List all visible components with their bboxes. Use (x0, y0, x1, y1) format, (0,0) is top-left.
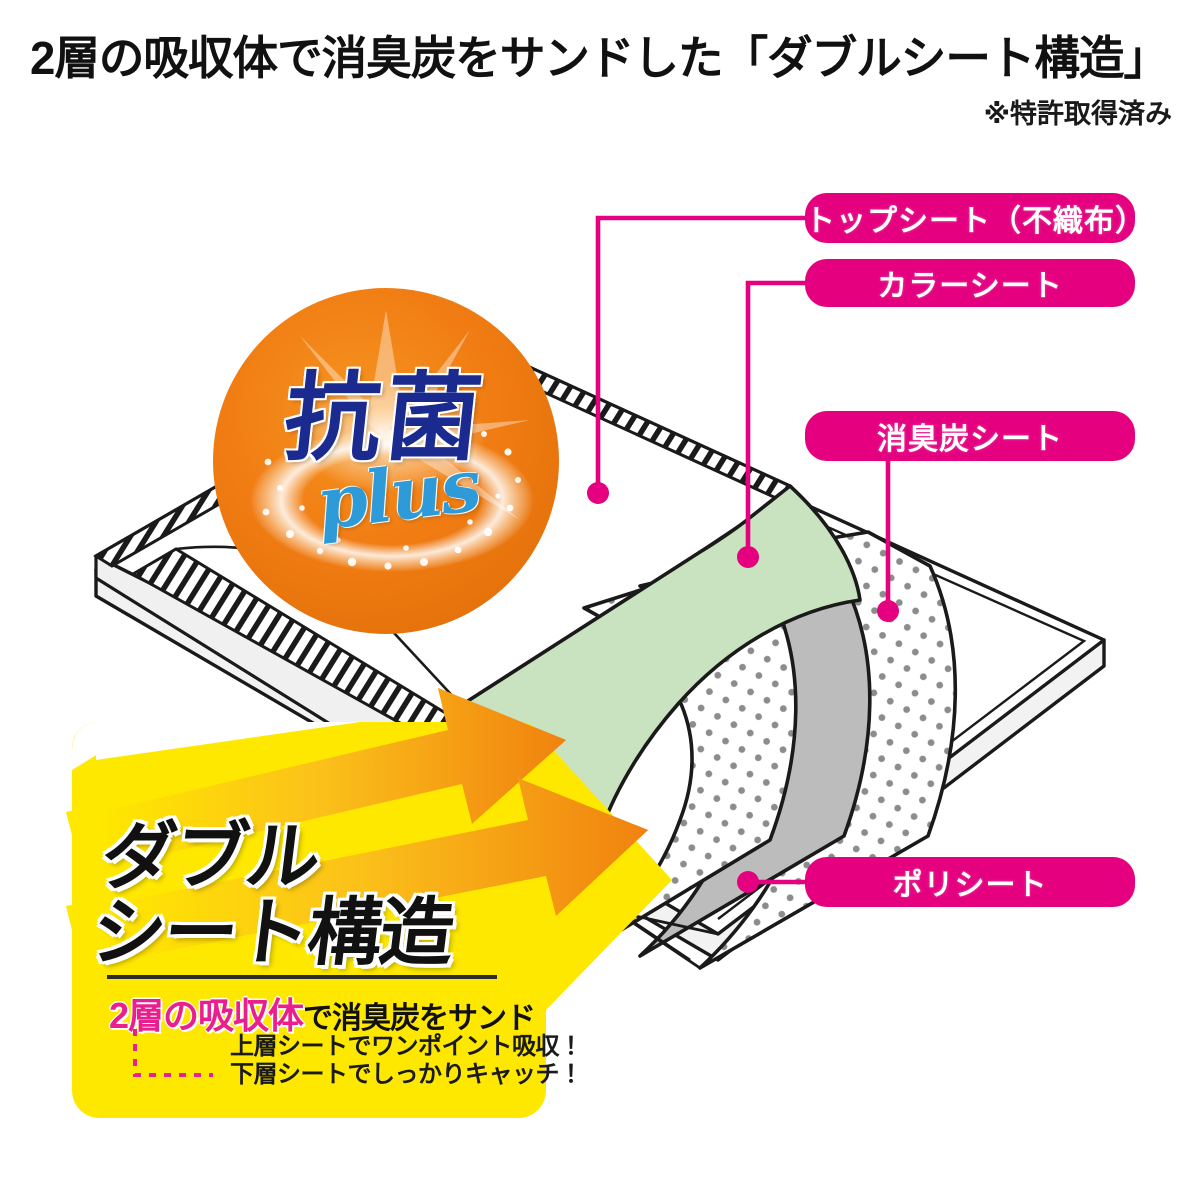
dot-poly-sheet (737, 871, 759, 893)
patent-note: ※特許取得済み (983, 99, 1172, 129)
page-title: 2層の吸収体で消臭炭をサンドした「ダブルシート構造」 (30, 32, 1169, 84)
badge-ring (250, 428, 534, 572)
arrow-lower-overlay (100, 778, 648, 962)
callout-label-color-sheet[interactable]: カラーシート (805, 259, 1135, 307)
dot-top-sheet (587, 482, 609, 504)
callout-label-poly-sheet[interactable]: ポリシート (805, 857, 1135, 907)
arrow-upper-overlay (100, 688, 566, 866)
badge-sparkle-dots (262, 420, 521, 570)
dot-color-sheet (737, 546, 759, 568)
antibacterial-badge (213, 288, 559, 634)
callout-label-top-sheet[interactable]: トップシート（不織布） (805, 193, 1145, 243)
flow-arrows-overlay (100, 688, 648, 962)
callout-dots (587, 482, 899, 893)
callout-label-charcoal-sheet[interactable]: 消臭炭シート (805, 411, 1135, 461)
callout-leaders (595, 215, 891, 885)
dot-charcoal-sheet (877, 600, 899, 622)
